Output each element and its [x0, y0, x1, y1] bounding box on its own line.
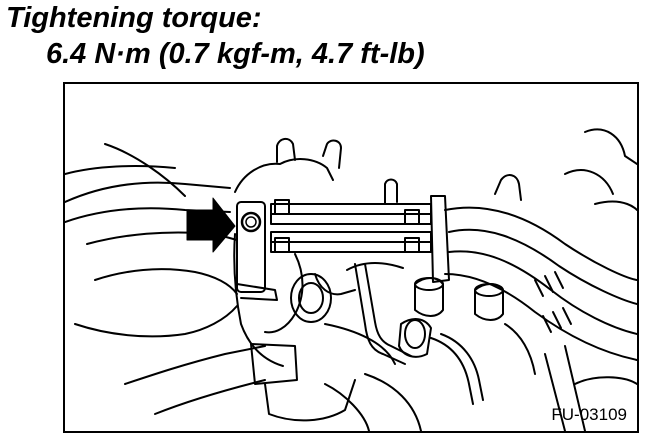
page-title: Tightening torque: [6, 2, 262, 34]
manifold-body [233, 138, 396, 422]
lower-fittings [314, 178, 536, 431]
left-pipe-assembly [65, 143, 266, 415]
figure-id: FU-03109 [551, 405, 627, 424]
torque-spec: 6.4 N·m (0.7 kgf-m, 4.7 ft-lb) [46, 38, 425, 70]
bracket-clamp [236, 195, 450, 301]
arrow-right-icon [186, 197, 236, 253]
illustration-frame: FU-03109 [63, 82, 639, 433]
engine-illustration [65, 128, 637, 431]
right-hoses [444, 128, 637, 431]
